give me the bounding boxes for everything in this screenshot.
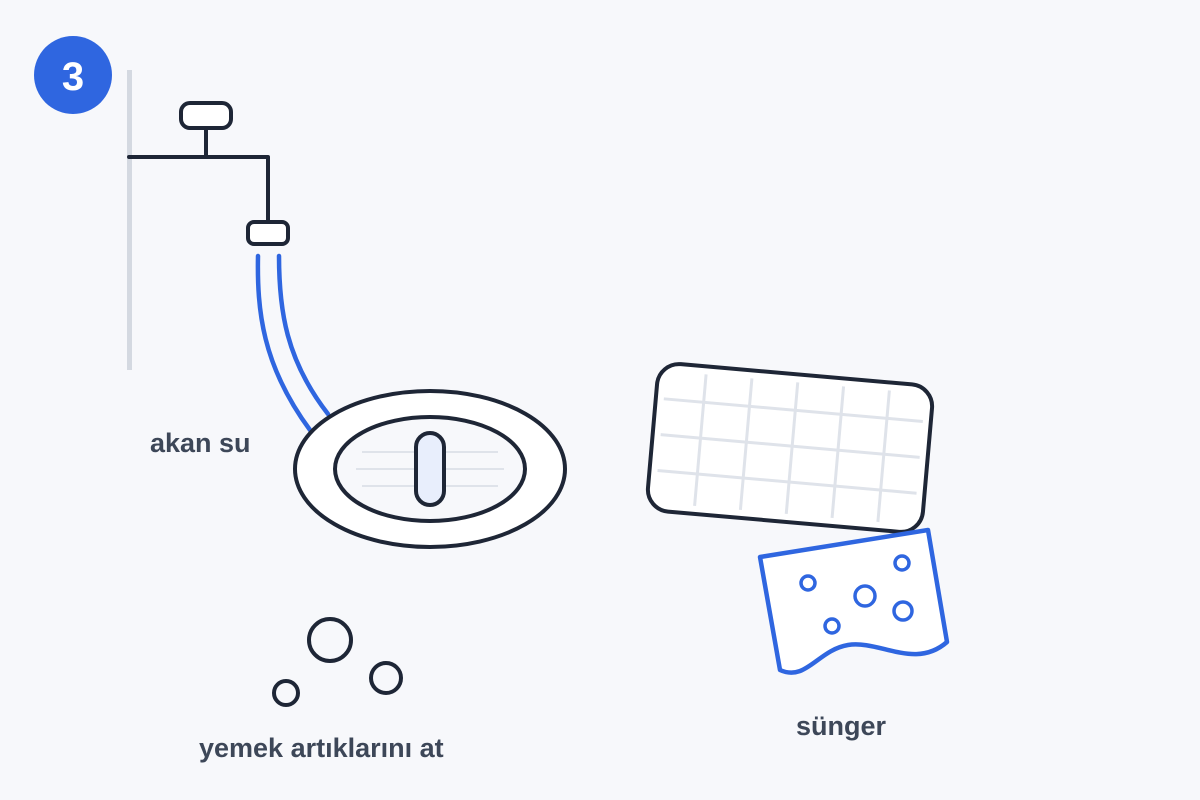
sink-drain bbox=[414, 431, 446, 507]
sink-icon bbox=[293, 389, 567, 549]
food-scrap-medium bbox=[369, 661, 403, 695]
faucet-handle bbox=[179, 101, 233, 130]
dish-rack-grid bbox=[657, 374, 923, 523]
sponge-body bbox=[757, 527, 950, 675]
dish-rack-frame bbox=[645, 362, 935, 534]
food-scraps-icon bbox=[272, 617, 403, 707]
wall-line bbox=[127, 70, 132, 370]
water-label: akan su bbox=[150, 428, 251, 458]
sponge-icon bbox=[757, 527, 950, 675]
water-stream-icon bbox=[255, 253, 331, 433]
food-scraps-label: yemek artıklarını at bbox=[199, 733, 444, 763]
faucet-icon bbox=[127, 101, 290, 246]
sponge-label: sünger bbox=[796, 711, 887, 741]
faucet-nozzle bbox=[246, 220, 290, 246]
faucet-pipe bbox=[127, 155, 270, 224]
step-badge-circle bbox=[34, 36, 112, 114]
step-badge: 3 bbox=[34, 36, 112, 114]
water-stream-right bbox=[276, 253, 331, 417]
sponge-pores bbox=[799, 554, 914, 635]
food-scrap-small bbox=[272, 679, 300, 707]
dish-rack-icon bbox=[645, 362, 935, 534]
food-scrap-large bbox=[307, 617, 353, 663]
step-number: 3 bbox=[62, 55, 84, 99]
water-stream-left bbox=[255, 253, 313, 433]
